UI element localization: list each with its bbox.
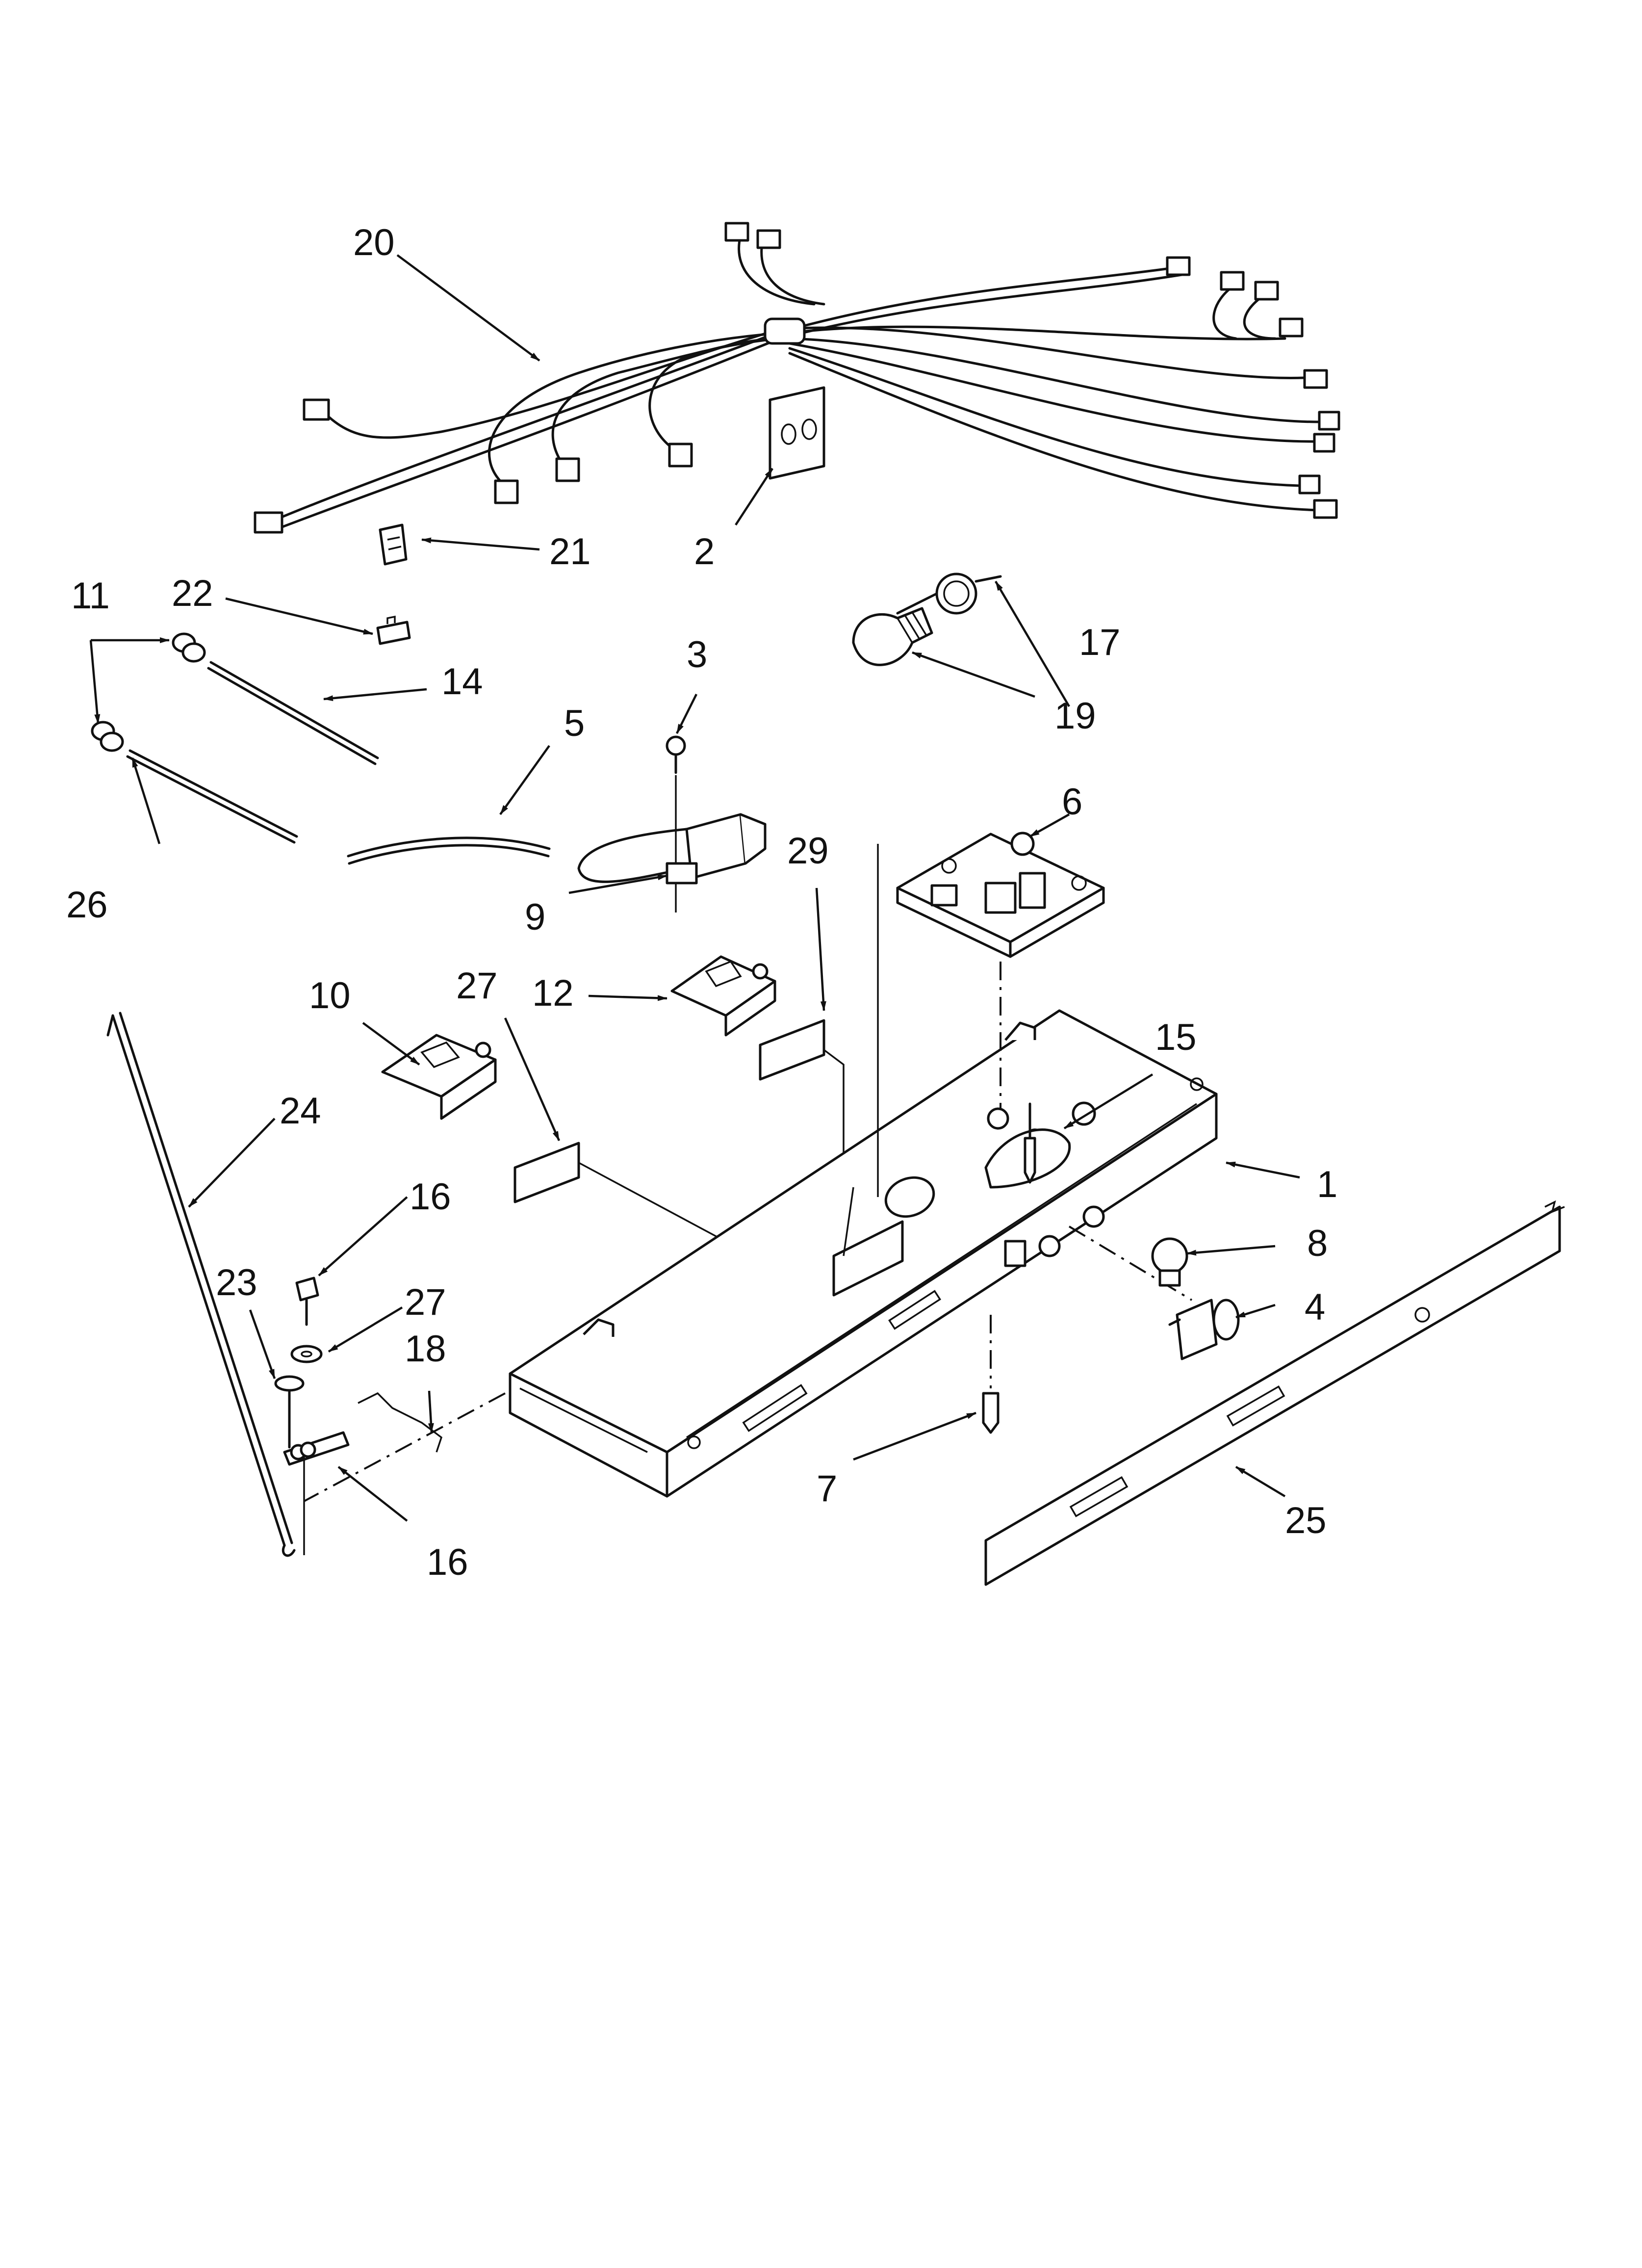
callout-16-hinge: 16	[410, 1176, 451, 1218]
bracket-10	[381, 1034, 497, 1120]
washer-24	[274, 1375, 305, 1449]
light-bulb	[852, 607, 933, 666]
callout-12: 12	[532, 972, 574, 1014]
callout-1: 1	[1317, 1164, 1337, 1205]
wiring-harness	[254, 222, 1340, 534]
callout-15: 16	[427, 1541, 468, 1583]
callout-10: 10	[309, 975, 351, 1017]
callout-20: 20	[353, 222, 395, 263]
clip-22	[376, 615, 411, 645]
screw-16-housing	[1024, 1102, 1036, 1184]
callout-5: 5	[564, 703, 585, 744]
hinge-bracket-15	[283, 1431, 350, 1555]
callout-6: 6	[1062, 781, 1082, 823]
screw-7	[982, 1315, 1000, 1434]
callout-2: 2	[694, 531, 715, 573]
callout-21: 21	[549, 531, 591, 573]
callout-27-left: 27	[456, 965, 498, 1007]
grommet-plate	[769, 386, 825, 480]
knob-8	[1151, 1237, 1188, 1287]
callout-8: 8	[1307, 1223, 1328, 1264]
trim-panel-25	[984, 1200, 1565, 1586]
callout-4: 4	[1305, 1286, 1325, 1328]
switch-4	[1168, 1299, 1240, 1360]
control-board-6	[896, 832, 1105, 958]
screw-16-hinge	[295, 1277, 319, 1326]
callout-23: 24	[280, 1090, 321, 1132]
callout-24: 23	[216, 1262, 257, 1303]
callout-26: 26	[66, 884, 108, 926]
callout-19: 19	[1054, 695, 1096, 737]
tubing-5	[347, 836, 551, 865]
screw-3	[666, 735, 686, 774]
callout-14: 14	[441, 661, 483, 703]
bracket-12	[670, 955, 776, 1037]
callout-3: 3	[687, 634, 707, 676]
callout-9: 9	[525, 896, 545, 938]
tube-26	[91, 721, 298, 844]
washer-29	[290, 1345, 323, 1363]
control-housing-1	[304, 844, 1218, 1502]
leader-lines	[89, 254, 1300, 1522]
callout-11: 11	[71, 575, 110, 617]
rod-23	[106, 1012, 296, 1557]
callout-22: 22	[172, 573, 213, 614]
lamp-socket	[896, 573, 1002, 615]
switch-9	[577, 775, 767, 912]
tube-14	[172, 632, 379, 765]
callout-16-housing: 15	[1155, 1017, 1197, 1058]
callout-labels: 20 2 21 22 11 14 26 5 3 9 17 19 6 29 12 …	[66, 222, 1337, 1583]
callout-25: 25	[1285, 1500, 1327, 1541]
callout-18: 18	[405, 1328, 446, 1370]
clip-21	[379, 523, 408, 566]
callout-7: 7	[817, 1468, 837, 1510]
callout-17: 17	[1079, 622, 1121, 663]
wire-18	[358, 1392, 443, 1453]
callout-27-right: 29	[787, 830, 829, 872]
callout-29: 27	[405, 1281, 446, 1323]
